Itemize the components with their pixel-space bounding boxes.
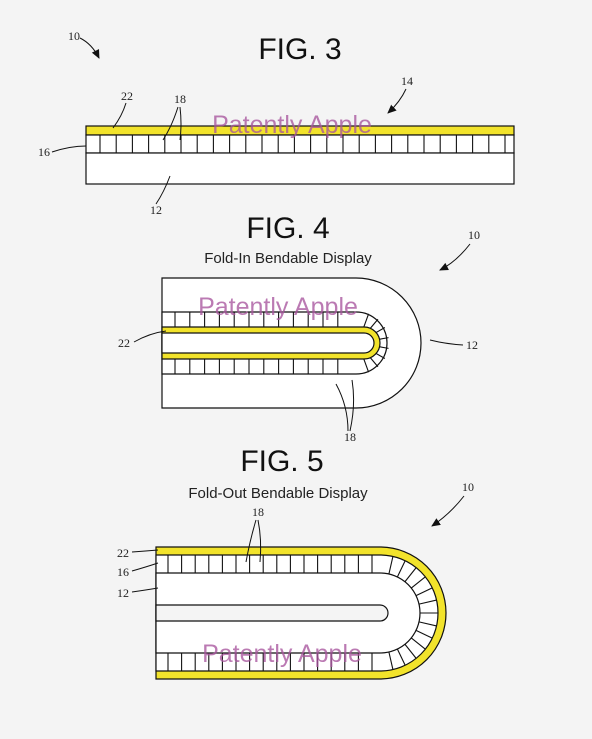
fig4-subtitle: Fold-In Bendable Display — [204, 250, 372, 267]
fig3-pixel-cells — [99, 135, 506, 153]
fig5-ref-12-leader — [131, 587, 159, 593]
pixel-cell-divider — [388, 651, 394, 670]
pixel-cell-divider — [404, 567, 417, 583]
fig3-substrate — [85, 152, 515, 185]
fig5-watermark: Patently Apple — [202, 640, 362, 668]
pixel-cell-divider — [415, 629, 433, 639]
figure-4: FIG. 4 Fold-In Bendable Display 10 Paten… — [118, 212, 480, 444]
figure-5: FIG. 5 Fold-Out Bendable Display 10 Pate… — [117, 445, 474, 680]
fig3-ref-14-arrow — [387, 88, 407, 114]
fig5-ref-18-leader-b — [257, 519, 262, 563]
fig3-title: FIG. 3 — [258, 33, 341, 66]
fig4-fold-gap — [161, 332, 375, 354]
fig4-ref-10-arrow — [439, 243, 471, 271]
fig3-ref-18-leader-b — [179, 106, 182, 141]
fig3-ref-10-arrow — [79, 37, 100, 59]
pixel-cell-divider — [418, 599, 437, 605]
fig5-subtitle: Fold-Out Bendable Display — [188, 485, 368, 502]
pixel-cell-divider — [362, 313, 370, 329]
fig4-ref-18-leader-a — [335, 383, 349, 432]
fig4-ref-22: 22 — [118, 336, 130, 350]
fig3-ref-18: 18 — [174, 92, 186, 106]
fig5-ref-10-arrow — [431, 495, 465, 527]
fig5-ref-16: 16 — [117, 565, 129, 579]
fig5-title: FIG. 5 — [240, 445, 323, 478]
fig3-ref-14: 14 — [401, 74, 413, 88]
fig3-ref-22-leader — [112, 102, 127, 129]
fig5-ref-18: 18 — [252, 505, 264, 519]
fig5-ref-12: 12 — [117, 586, 129, 600]
fig5-fold-gap — [155, 604, 389, 622]
pixel-cell-divider — [410, 576, 426, 589]
fig5-pixel-cells — [167, 555, 438, 671]
fig4-title: FIG. 4 — [246, 212, 329, 245]
pixel-cell-divider — [418, 621, 437, 627]
pixel-cell-divider — [410, 637, 426, 650]
fig4-ref-10: 10 — [468, 228, 480, 242]
pixel-cell-divider — [404, 643, 417, 659]
fig3-ref-12: 12 — [150, 203, 162, 217]
pixel-cell-divider — [396, 560, 406, 578]
fig5-ref-18-leader-a — [245, 519, 257, 563]
fig5-ref-10: 10 — [462, 480, 474, 494]
pixel-cell-divider — [388, 556, 394, 575]
fig4-ref-18-leader-b — [349, 379, 355, 432]
pixel-cell-divider — [362, 357, 370, 373]
fig3-ref-22: 22 — [121, 89, 133, 103]
fig5-ref-22: 22 — [117, 546, 129, 560]
fig4-ref-12: 12 — [466, 338, 478, 352]
fig5-ref-22-leader — [131, 549, 159, 553]
fig4-ref-18: 18 — [344, 430, 356, 444]
fig3-ref-10: 10 — [68, 29, 80, 43]
figure-3: FIG. 3 10 14 Patently Apple 22 18 16 12 — [38, 29, 515, 217]
fig4-ref-12-leader — [429, 339, 464, 346]
fig4-ref-22-leader — [133, 330, 167, 343]
fig3-ref-16-leader — [51, 145, 87, 153]
fig3-ref-16: 16 — [38, 145, 50, 159]
pixel-cell-divider — [396, 648, 406, 666]
fig3-ref-12-leader — [155, 175, 171, 205]
fig4-watermark: Patently Apple — [198, 293, 358, 321]
pixel-cell-divider — [415, 587, 433, 597]
fig5-ref-16-leader — [131, 562, 159, 572]
fig3-watermark: Patently Apple — [212, 111, 372, 139]
fig3-ref-18-leader-a — [162, 106, 179, 141]
